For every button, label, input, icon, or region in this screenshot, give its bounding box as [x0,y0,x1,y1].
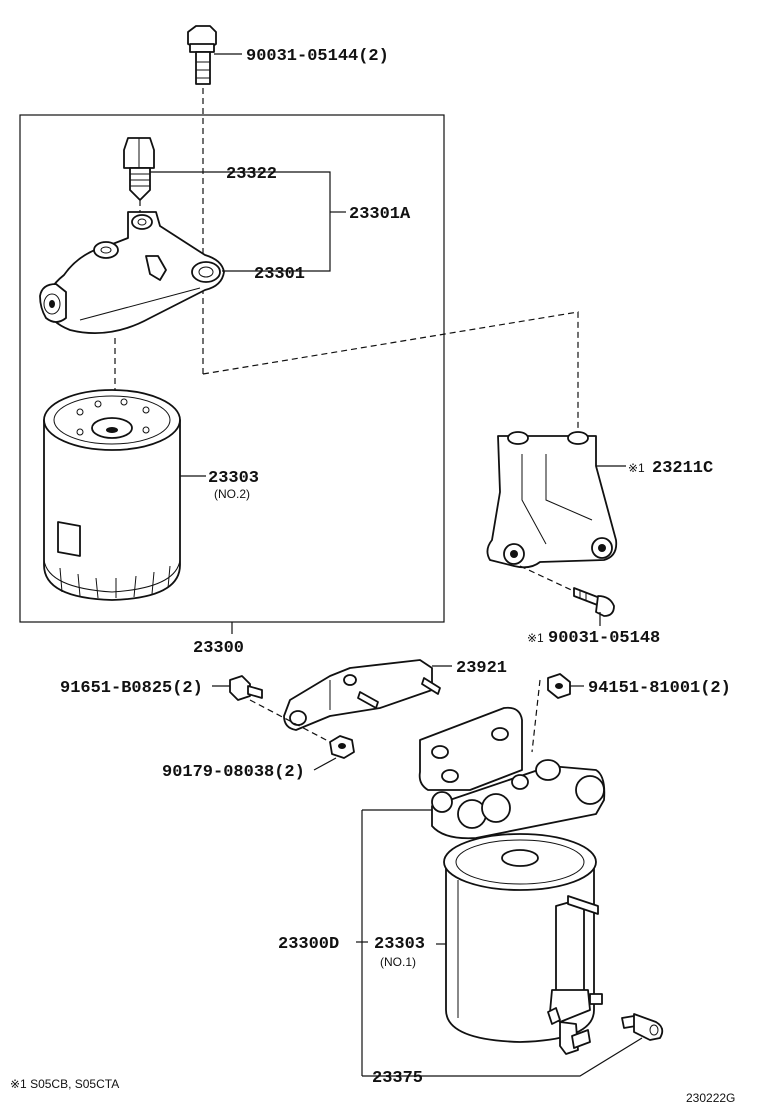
sensor-part [621,1013,664,1041]
label-filter-set: 23300 [193,639,244,658]
label-plug: 23322 [226,165,277,184]
diagram-code: 230222G [686,1091,735,1105]
filter-assy-d-part [418,706,606,1055]
footnote: ※1 S05CB, S05CTA [10,1077,119,1091]
label-nut-right: 94151-81001(2) [588,679,731,698]
label-bracket-side-mark: ※1 [628,461,645,475]
label-filter-no1: 23303 [374,935,425,954]
label-bolt-side-mark: ※1 [527,631,544,645]
label-sensor: 23375 [372,1069,423,1088]
label-bolt-side: 90031-05148 [548,629,660,648]
label-filter-no2: 23303 [208,469,259,488]
label-filter-no1-sub: (NO.1) [380,955,416,969]
bolt-left-part [229,675,263,701]
bracket-side-part [486,431,618,569]
label-bolt-top: 90031-05144(2) [246,47,389,66]
label-bolt-left: 91651-B0825(2) [60,679,203,698]
nut-right-part [547,673,571,699]
label-stay: 23921 [456,659,507,678]
stay-part [283,659,441,731]
bolt-top-part [187,25,217,85]
plug-part [123,137,155,201]
label-filter-assy-a: 23301A [349,205,411,224]
label-nut-mid: 90179-08038(2) [162,763,305,782]
label-filter-assy-d: 23300D [278,935,339,954]
nut-mid-part [329,735,355,759]
bolt-side-part [573,587,615,617]
filter-no2-part [43,389,181,601]
bracket-head-part [39,211,225,335]
label-bracket-head: 23301 [254,265,305,284]
label-bracket-side: 23211C [652,459,713,478]
label-filter-no2-sub: (NO.2) [214,487,250,501]
